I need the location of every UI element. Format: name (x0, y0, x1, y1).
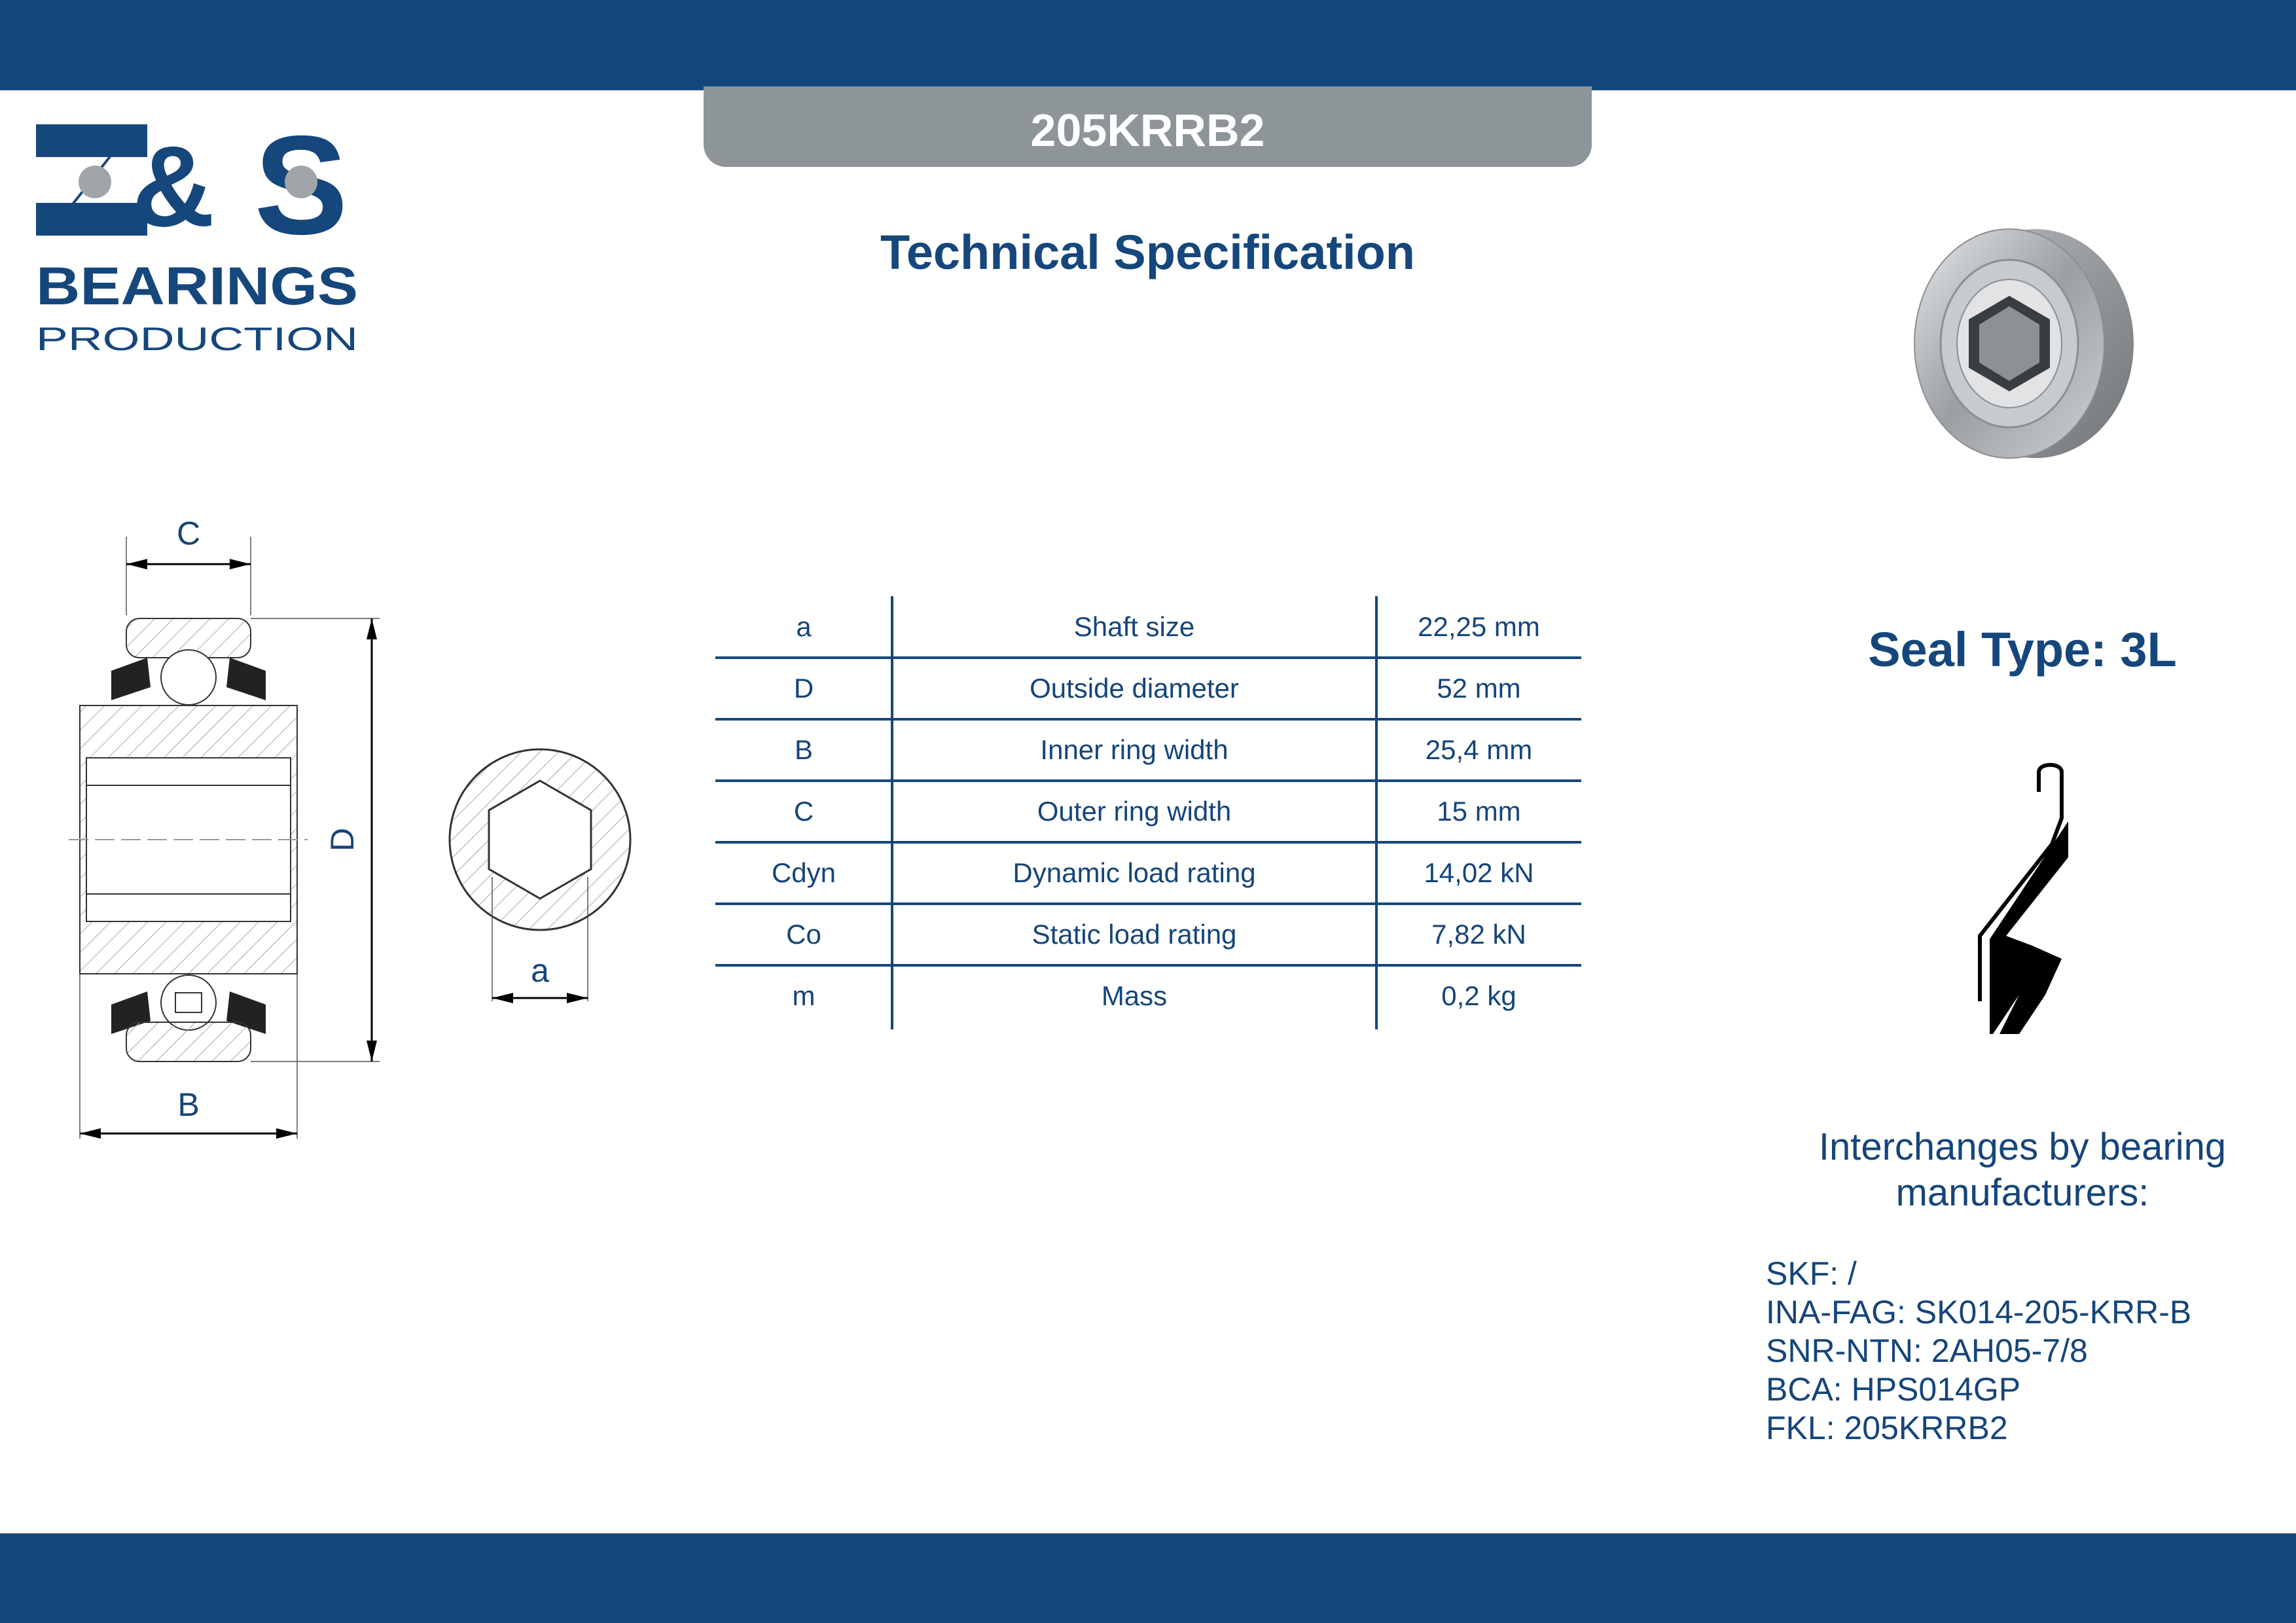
spec-row: Co Static load rating 7,82 kN (715, 904, 1581, 965)
table-row-divider (715, 656, 1581, 659)
dim-label-d: D (324, 828, 361, 851)
spec-value: 52 mm (1437, 673, 1521, 704)
spec-symbol: D (793, 673, 814, 704)
dim-label-a: a (531, 952, 549, 989)
seal-profile-icon (1978, 762, 2068, 1034)
spec-symbol: C (793, 796, 814, 827)
interchange-item: SKF: / (1766, 1255, 1857, 1292)
page-title: Technical Specification (880, 225, 1415, 279)
spec-description: Outer ring width (1037, 796, 1232, 827)
spec-symbol: Cdyn (771, 857, 836, 888)
spec-value: 7,82 kN (1431, 919, 1526, 950)
spec-table: a Shaft size 22,25 mm D Outside diameter… (715, 596, 1581, 1029)
spec-symbol: B (794, 734, 813, 765)
spec-description: Static load rating (1031, 919, 1237, 950)
bearing-dimension-drawing: C D B (69, 515, 632, 1139)
interchanges-title-line-1: Interchanges by bearing (1818, 1126, 2227, 1168)
interchange-item: FKL: 205KRRB2 (1766, 1410, 2008, 1446)
spec-symbol: a (796, 611, 812, 642)
table-row-divider (715, 841, 1581, 844)
table-row-divider (715, 779, 1581, 782)
spec-value: 25,4 mm (1425, 734, 1533, 765)
spec-description: Outside diameter (1030, 673, 1239, 704)
table-column-divider (1375, 596, 1378, 1029)
section-view: C D B (69, 515, 380, 1139)
bearing-photo (1914, 228, 2134, 459)
interchanges-title-line-2: manufacturers: (1895, 1171, 2149, 1214)
bore-end-view: a (448, 748, 632, 1003)
spec-description: Inner ring width (1040, 734, 1229, 765)
dim-label-c: C (177, 515, 200, 552)
spec-description: Mass (1101, 980, 1168, 1011)
spec-description: Dynamic load rating (1013, 857, 1256, 888)
svg-text:&: & (132, 123, 215, 251)
spec-value: 15 mm (1437, 796, 1521, 827)
logo-sub: PRODUCTION (36, 321, 358, 357)
spec-symbol: m (792, 980, 816, 1011)
spec-description: Shaft size (1073, 611, 1195, 642)
seal-type-title: Seal Type: 3L (1868, 622, 2177, 677)
spec-value: 14,02 kN (1424, 857, 1534, 888)
spec-symbol: Co (786, 919, 821, 950)
logo-name: BEARINGS (36, 257, 358, 316)
spec-value: 22,25 mm (1418, 611, 1540, 642)
interchanges-title: Interchanges by bearing manufacturers: (1761, 1124, 2284, 1216)
logo-mark: & S (36, 121, 348, 264)
zs-bearings-logo: & S BEARINGS PRODUCTION (36, 121, 358, 357)
spec-row: B Inner ring width 25,4 mm (715, 719, 1581, 781)
bottom-band (0, 1533, 2296, 1623)
model-number-tab: 205KRRB2 (704, 86, 1592, 167)
spec-row: C Outer ring width 15 mm (715, 781, 1581, 842)
interchange-item: SNR-NTN: 2AH05-7/8 (1766, 1332, 2088, 1369)
interchange-item: BCA: HPS014GP (1766, 1371, 2021, 1408)
dim-label-b: B (177, 1086, 199, 1123)
spec-row: m Mass 0,2 kg (715, 965, 1581, 1027)
spec-value: 0,2 kg (1441, 980, 1516, 1011)
spec-row: D Outside diameter 52 mm (715, 658, 1581, 719)
table-row-divider (715, 902, 1581, 905)
table-row-divider (715, 964, 1581, 967)
spec-row: Cdyn Dynamic load rating 14,02 kN (715, 842, 1581, 904)
top-band (0, 0, 2296, 90)
spec-row: a Shaft size 22,25 mm (715, 596, 1581, 658)
table-row-divider (715, 718, 1581, 721)
interchange-item: INA-FAG: SK014-205-KRR-B (1766, 1294, 2192, 1330)
table-column-divider (891, 596, 893, 1029)
interchanges-list: SKF: / INA-FAG: SK014-205-KRR-B SNR-NTN:… (1766, 1255, 2276, 1448)
